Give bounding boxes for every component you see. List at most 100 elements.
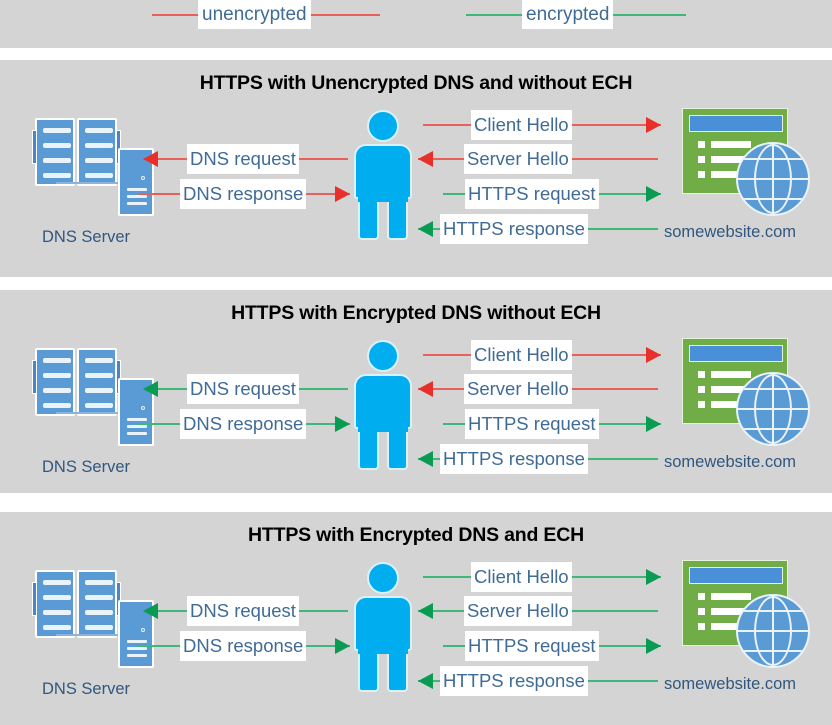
flow-dns-request: DNS request bbox=[143, 144, 348, 174]
flow-label: HTTPS response bbox=[440, 214, 588, 244]
website-label: somewebsite.com bbox=[664, 453, 797, 471]
book-icon bbox=[32, 112, 122, 196]
bullet-line bbox=[711, 371, 751, 378]
globe-parallel bbox=[738, 408, 808, 410]
globe-parallel bbox=[738, 158, 808, 160]
server-slot bbox=[127, 195, 147, 198]
flow-server-hello: Server Hello bbox=[418, 144, 658, 174]
book-page-line bbox=[43, 403, 71, 408]
server-slot bbox=[127, 654, 147, 657]
server-slot bbox=[127, 640, 147, 643]
flow-client-hello: Client Hello bbox=[423, 340, 661, 370]
flow-arrowhead-left bbox=[418, 603, 433, 619]
flow-dns-response: DNS response bbox=[138, 409, 350, 439]
book-page-line bbox=[43, 358, 71, 363]
website-icon bbox=[682, 338, 810, 446]
bullet-line bbox=[711, 401, 751, 408]
legend-panel: unencrypted encrypted bbox=[0, 0, 832, 48]
book-spine-left bbox=[32, 360, 37, 394]
flow-label: DNS response bbox=[180, 409, 307, 439]
book-icon bbox=[32, 564, 122, 648]
website-icon bbox=[682, 560, 810, 668]
book-page-line bbox=[43, 128, 71, 133]
book-page-line bbox=[43, 388, 71, 393]
server-slot bbox=[127, 202, 147, 205]
book-page-line bbox=[85, 373, 113, 378]
person-head bbox=[367, 110, 399, 142]
flow-label: HTTPS request bbox=[465, 631, 599, 661]
bullet-dot bbox=[698, 371, 705, 378]
flow-https-request: HTTPS request bbox=[443, 409, 661, 439]
legend-label-encrypted: encrypted bbox=[522, 0, 614, 29]
person-icon bbox=[348, 110, 418, 240]
dns-server-icon bbox=[32, 112, 164, 216]
panel-title: HTTPS with Encrypted DNS and ECH bbox=[248, 524, 584, 546]
flow-arrowhead-left bbox=[418, 151, 433, 167]
server-slot bbox=[127, 188, 147, 191]
book-page-line bbox=[43, 625, 71, 630]
person-hip bbox=[358, 416, 408, 432]
globe-parallel bbox=[738, 650, 808, 652]
book-page-line bbox=[43, 143, 71, 148]
bullet-line bbox=[711, 156, 751, 163]
book-page-line bbox=[85, 173, 113, 178]
book-half-r bbox=[77, 348, 117, 416]
person-icon bbox=[348, 340, 418, 470]
bullet-dot bbox=[698, 141, 705, 148]
flow-server-hello: Server Hello bbox=[418, 374, 658, 404]
flow-label: DNS request bbox=[187, 144, 299, 174]
book-page-line bbox=[85, 610, 113, 615]
person-head bbox=[367, 562, 399, 594]
server-slot bbox=[127, 647, 147, 650]
flow-https-request: HTTPS request bbox=[443, 631, 661, 661]
flow-https-response: HTTPS response bbox=[418, 444, 658, 474]
flow-label: Client Hello bbox=[471, 562, 572, 592]
bullet-dot bbox=[698, 593, 705, 600]
book-half-r bbox=[77, 118, 117, 186]
flow-arrowhead-right bbox=[646, 117, 661, 133]
flow-label: HTTPS response bbox=[440, 444, 588, 474]
flow-arrowhead-left bbox=[143, 603, 158, 619]
diagram-panel-1: HTTPS with Unencrypted DNS and without E… bbox=[0, 60, 832, 277]
bullet-dot bbox=[698, 171, 705, 178]
book-page-line bbox=[43, 595, 71, 600]
flow-label: Client Hello bbox=[471, 340, 572, 370]
flow-https-response: HTTPS response bbox=[418, 214, 658, 244]
browser-title-bar bbox=[689, 115, 783, 132]
book-page-line bbox=[43, 580, 71, 585]
book-page-line bbox=[43, 373, 71, 378]
flow-arrowhead-right bbox=[335, 186, 350, 202]
book-half-r bbox=[77, 570, 117, 638]
flow-arrowhead-right bbox=[646, 186, 661, 202]
server-slot bbox=[127, 432, 147, 435]
book-half-l bbox=[35, 348, 75, 416]
flow-label: DNS request bbox=[187, 596, 299, 626]
bullet-dot bbox=[698, 386, 705, 393]
dns-server-icon bbox=[32, 564, 164, 668]
flow-label: DNS response bbox=[180, 179, 307, 209]
server-cable bbox=[56, 634, 122, 636]
flow-label: HTTPS request bbox=[465, 409, 599, 439]
book-page-line bbox=[85, 143, 113, 148]
flow-arrowhead-left bbox=[418, 451, 433, 467]
book-page-line bbox=[43, 158, 71, 163]
flow-label: Server Hello bbox=[464, 374, 572, 404]
flow-arrowhead-left bbox=[143, 151, 158, 167]
legend-label-unencrypted: unencrypted bbox=[198, 0, 311, 29]
flow-dns-response: DNS response bbox=[138, 631, 350, 661]
flow-https-response: HTTPS response bbox=[418, 666, 658, 696]
bullet-dot bbox=[698, 608, 705, 615]
flow-arrowhead-left bbox=[143, 381, 158, 397]
globe-parallel bbox=[738, 198, 808, 200]
flow-client-hello: Client Hello bbox=[423, 562, 661, 592]
flow-arrowhead-left bbox=[418, 673, 433, 689]
flow-label: Server Hello bbox=[464, 596, 572, 626]
website-icon bbox=[682, 108, 810, 216]
browser-title-bar bbox=[689, 567, 783, 584]
server-slot bbox=[127, 418, 147, 421]
flow-dns-request: DNS request bbox=[143, 374, 348, 404]
book-page-line bbox=[43, 173, 71, 178]
flow-arrowhead-right bbox=[646, 569, 661, 585]
